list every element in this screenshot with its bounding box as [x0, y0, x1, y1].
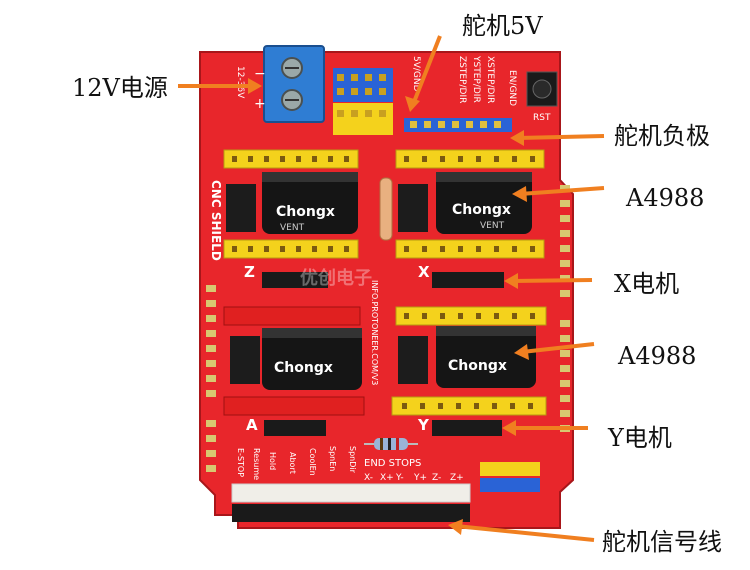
svg-text:CoolEn: CoolEn	[308, 448, 317, 476]
label-a4988-bottom: A4988	[618, 342, 697, 370]
motor-headers	[262, 272, 504, 436]
axis-label-y: Y	[417, 416, 430, 434]
driver-capacitors	[262, 172, 536, 390]
arrow-servo-5v	[412, 35, 442, 103]
board-name: CNC SHIELD	[209, 180, 223, 261]
driver-brand-2: Chongx	[452, 202, 511, 218]
power-terminal-label: 12-36V	[235, 66, 245, 99]
label-servo-5v: 舵机5V	[462, 12, 543, 40]
arrow-servo-signal	[455, 524, 595, 542]
svg-text:SpnDir: SpnDir	[348, 446, 357, 474]
arrow-a4988-top	[519, 186, 605, 196]
control-labels: E-STOP Resume Hold Abort CoolEn SpnEn Sp…	[236, 446, 357, 480]
driver-brand-4: Chongx	[448, 358, 507, 374]
svg-text:X-: X-	[364, 473, 373, 483]
header-label-ystep: YSTEP/DIR	[471, 55, 481, 103]
label-a4988-top: A4988	[626, 184, 705, 212]
arrow-servo-signal-head	[448, 519, 463, 535]
svg-text:E-STOP: E-STOP	[236, 448, 245, 477]
driver-vent-2: VENT	[280, 223, 305, 233]
header-label-zstep: ZSTEP/DIR	[457, 56, 467, 103]
plus-sign: +	[254, 96, 266, 112]
arrow-a4988-bottom-head	[514, 344, 529, 360]
svg-text:Abort: Abort	[288, 452, 297, 474]
axis-label-a: A	[246, 416, 258, 434]
driver-brand-3: Chongx	[274, 360, 333, 376]
arrow-x-motor-head	[504, 273, 518, 289]
header-label-xstep: XSTEP/DIR	[485, 56, 495, 103]
control-header-strip	[231, 483, 471, 522]
svg-text:Z+: Z+	[450, 473, 464, 483]
socket-pin-holes	[232, 156, 535, 409]
arrow-x-motor	[511, 278, 593, 283]
arrow-servo-neg	[517, 134, 605, 140]
stepper-signal-header	[404, 118, 512, 132]
arrow-12v-head	[248, 78, 262, 94]
endstop-labels: X- X+ Y- Y+ Z- Z+	[364, 473, 464, 483]
diode	[379, 177, 393, 241]
reset-button	[526, 71, 558, 107]
i2c-header	[480, 462, 540, 492]
svg-text:SpnEn: SpnEn	[328, 446, 337, 471]
aux-header-block	[333, 68, 393, 135]
svg-text:X+: X+	[380, 473, 394, 483]
axis-label-z: Z	[244, 263, 255, 281]
driver-sockets	[223, 149, 547, 416]
watermark: 优创电子	[300, 267, 372, 289]
driver-vent-1: VENT	[480, 221, 505, 231]
svg-text:Y+: Y+	[413, 473, 427, 483]
label-servo-signal: 舵机信号线	[602, 528, 722, 556]
header-label-en: EN/GND	[507, 70, 517, 106]
label-12v-power: 12V电源	[72, 74, 168, 102]
reset-label: RST	[533, 113, 551, 123]
resistor	[364, 438, 418, 450]
minus-sign: −	[254, 66, 266, 82]
end-stops-label: END STOPS	[364, 458, 421, 469]
callout-arrows	[178, 35, 605, 542]
arrow-a4988-bottom	[521, 342, 595, 354]
label-x-motor: X电机	[614, 270, 680, 298]
arrow-a4988-top-head	[512, 186, 527, 202]
driver-brand-1: Chongx	[276, 204, 335, 220]
power-terminal	[263, 45, 325, 123]
microstep-jumpers	[226, 184, 428, 384]
header-label-5v: 5V/GND	[411, 56, 421, 92]
axis-label-x: X	[418, 263, 430, 281]
svg-text:Hold: Hold	[268, 452, 277, 470]
label-y-motor: Y电机	[608, 424, 672, 452]
arrow-y-motor-head	[502, 420, 516, 436]
label-servo-negative: 舵机负极	[614, 122, 710, 150]
arrow-servo-neg-head	[510, 130, 524, 146]
arrow-servo-5v-head	[405, 96, 420, 112]
svg-text:Z-: Z-	[432, 473, 441, 483]
svg-text:Resume: Resume	[252, 448, 261, 480]
board-website: INFO.PROTONEER.COM/V3	[370, 280, 379, 385]
svg-text:Y-: Y-	[395, 473, 404, 483]
left-edge-pins	[206, 285, 216, 472]
